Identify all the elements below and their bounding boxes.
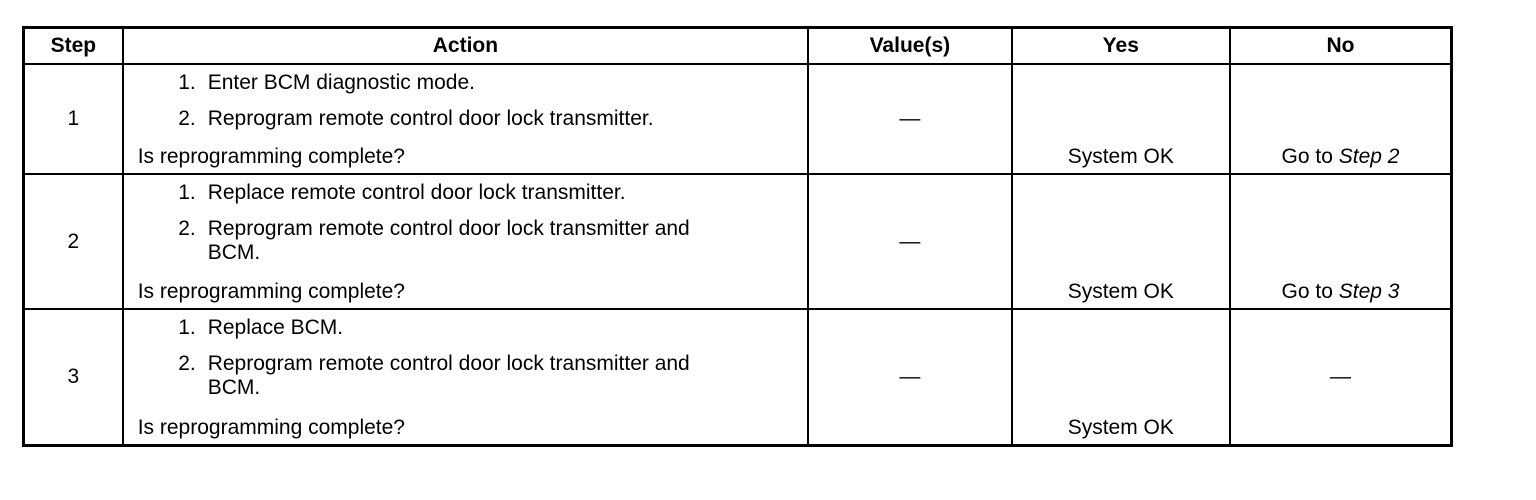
header-no: No (1229, 26, 1453, 65)
action-list: 1. Replace remote control door lock tran… (138, 181, 807, 273)
action-item-number: 1. (178, 181, 196, 204)
yes-result: System OK (1067, 280, 1174, 303)
action-item-number: 1. (178, 71, 196, 94)
action-item-number: 2. (178, 352, 196, 375)
action-item-text: Enter BCM diagnostic mode. (207, 71, 475, 94)
table-row-step-3: 3 1. Replace BCM. 2. Reprogram remote co… (22, 308, 1453, 447)
no-result: Go to Step 3 (1231, 280, 1450, 304)
yes-cell: System OK (1010, 63, 1232, 175)
action-item: 2. Reprogram remote control door lock tr… (138, 217, 807, 265)
action-question: Is reprogramming complete? (137, 145, 405, 168)
action-question: Is reprogramming complete? (137, 416, 405, 439)
action-item-number: 2. (178, 217, 196, 240)
diagnostic-table: Step Action Value(s) Yes No 1 1. Enter B… (22, 26, 1453, 447)
step-reference: Step 2 (1338, 145, 1400, 168)
action-item-number: 1. (178, 316, 196, 339)
action-item-text: Reprogram remote control door lock trans… (207, 107, 654, 130)
value-cell: — (807, 308, 1013, 447)
no-prefix: Go to (1281, 145, 1339, 168)
action-cell: 1. Replace remote control door lock tran… (121, 173, 810, 310)
action-cell: 1. Enter BCM diagnostic mode. 2. Reprogr… (121, 63, 810, 175)
action-item-text: Reprogram remote control door lock trans… (207, 352, 690, 399)
no-cell: Go to Step 2 (1229, 63, 1453, 175)
header-yes: Yes (1010, 26, 1232, 65)
action-item: 2. Reprogram remote control door lock tr… (138, 107, 807, 131)
action-item: 1. Enter BCM diagnostic mode. (138, 71, 807, 95)
table-row-step-1: 1 1. Enter BCM diagnostic mode. 2. Repro… (22, 63, 1453, 175)
header-values: Value(s) (807, 26, 1013, 65)
action-item: 1. Replace remote control door lock tran… (138, 181, 807, 205)
yes-result: System OK (1067, 145, 1174, 168)
action-item-text: Replace BCM. (207, 316, 344, 339)
action-list: 1. Enter BCM diagnostic mode. 2. Reprogr… (138, 71, 807, 139)
action-item: 2. Reprogram remote control door lock tr… (138, 352, 807, 400)
value-cell: — (807, 63, 1013, 175)
no-prefix: Go to (1281, 280, 1339, 303)
no-cell: Go to Step 3 (1229, 173, 1453, 310)
header-row: Step Action Value(s) Yes No (22, 26, 1453, 65)
action-item: 1. Replace BCM. (138, 316, 807, 340)
yes-result: System OK (1067, 416, 1174, 439)
no-cell: — (1229, 308, 1453, 447)
action-cell: 1. Replace BCM. 2. Reprogram remote cont… (121, 308, 810, 447)
yes-cell: System OK (1010, 308, 1232, 447)
value-cell: — (807, 173, 1013, 310)
step-reference: Step 3 (1338, 280, 1400, 303)
action-item-text: Reprogram remote control door lock trans… (207, 217, 690, 264)
step-number: 1 (22, 63, 124, 175)
action-list: 1. Replace BCM. 2. Reprogram remote cont… (138, 316, 807, 408)
table-row-step-2: 2 1. Replace remote control door lock tr… (22, 173, 1453, 310)
action-item-text: Replace remote control door lock transmi… (207, 181, 626, 204)
header-action: Action (121, 26, 810, 65)
yes-cell: System OK (1010, 173, 1232, 310)
action-item-number: 2. (178, 107, 196, 130)
step-number: 3 (22, 308, 124, 447)
no-result: Go to Step 2 (1231, 145, 1450, 169)
header-step: Step (22, 26, 124, 65)
step-number: 2 (22, 173, 124, 310)
action-question: Is reprogramming complete? (137, 280, 405, 303)
